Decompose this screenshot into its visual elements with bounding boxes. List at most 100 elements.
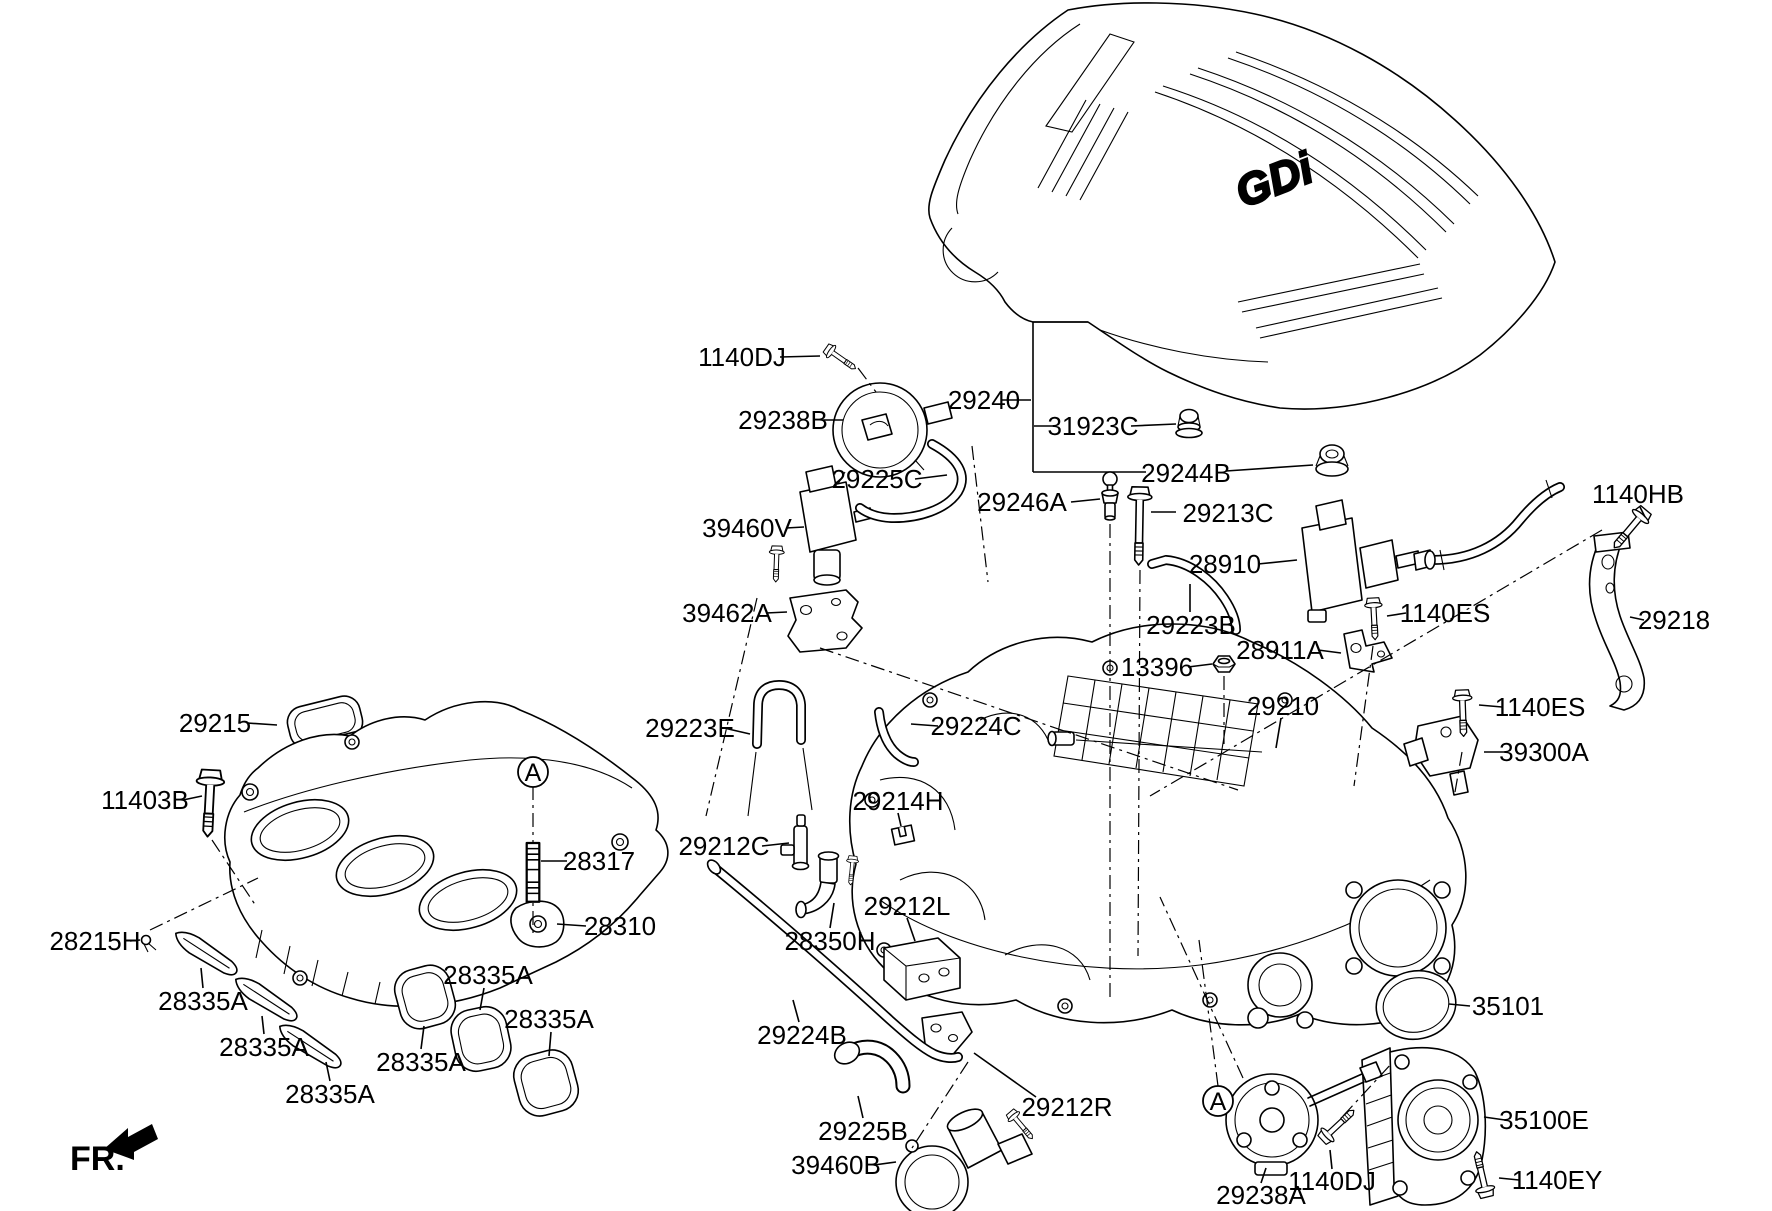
- part-number-label: 29225C: [831, 464, 922, 494]
- part-number-label: 1140DJ: [1288, 1166, 1376, 1196]
- callout-29213C: 29213C: [1151, 498, 1274, 528]
- part-number-label: 28317: [563, 846, 635, 876]
- part-number-label: 1140ES: [1400, 598, 1491, 628]
- callout-29210: 29210: [1247, 691, 1319, 749]
- leader-line: [1639, 506, 1646, 518]
- chain-line: [1137, 569, 1141, 957]
- callout-1140DJ-top: 1140DJ: [698, 342, 821, 372]
- chain-line: [857, 367, 877, 393]
- leader-line: [1070, 498, 1101, 503]
- chain-line: [1353, 645, 1374, 787]
- part-number-label: 29244B: [1141, 458, 1231, 488]
- leader-line: [1275, 717, 1282, 749]
- callout-29244B: 29244B: [1141, 458, 1314, 488]
- leader-line: [182, 795, 203, 801]
- callout-28335A-6: 28335A: [504, 1004, 594, 1057]
- bracket-39462a-drawing: [787, 589, 863, 653]
- leader-line: [1448, 1003, 1471, 1007]
- leader-line: [1317, 649, 1342, 654]
- part-number-label: 28310: [584, 911, 656, 941]
- leader-line: [200, 967, 204, 989]
- view-marker-a: A: [517, 756, 549, 788]
- marker-circle: [517, 756, 549, 788]
- leader-line: [761, 842, 790, 847]
- callout-28910: 28910: [1189, 549, 1298, 579]
- part-number-label: 29240: [948, 385, 1020, 415]
- callout-29214H: 29214H: [852, 786, 944, 827]
- view-marker-a: A: [1202, 1085, 1234, 1117]
- marker-circle: [1202, 1085, 1234, 1117]
- leader-line: [906, 917, 916, 942]
- part-number-label: 29224B: [757, 1020, 847, 1050]
- leader-line: [1386, 612, 1407, 617]
- callout-28335A-1: 28335A: [158, 967, 248, 1016]
- leader-line: [779, 355, 821, 358]
- chain-line: [819, 647, 1239, 791]
- part-number-label: 29218: [1638, 605, 1710, 635]
- callout-39460V: 39460V: [702, 513, 805, 543]
- leader-line: [1483, 1116, 1506, 1121]
- callout-29225C: 29225C: [831, 464, 948, 494]
- leader-line: [261, 1015, 265, 1035]
- bolt-11403b: [195, 768, 226, 838]
- marker-letter: A: [525, 759, 542, 787]
- callout-35101: 35101: [1448, 991, 1544, 1021]
- bracket-29212l-drawing: [883, 937, 961, 1001]
- part-number-label: 28335A: [443, 960, 533, 990]
- part-number-label: 28335A: [504, 1004, 594, 1034]
- part-number-label: 39300A: [1499, 737, 1589, 767]
- callout-35100E: 35100E: [1483, 1105, 1589, 1135]
- callout-29224C: 29224C: [910, 711, 1022, 741]
- throttle-body-35100e-drawing: [1361, 1046, 1487, 1206]
- part-number-label: 29225B: [818, 1116, 908, 1146]
- fr-label: FR.: [70, 1140, 125, 1178]
- bolt-1140ey: [1473, 1151, 1496, 1200]
- hose-29224b-drawing: [706, 859, 963, 1063]
- callout-29212C: 29212C: [678, 831, 790, 861]
- leader-line: [723, 727, 751, 735]
- hardware-parts: [140, 343, 1652, 1200]
- leader-line: [1260, 1167, 1267, 1184]
- leader-line: [973, 1052, 1037, 1098]
- callout-28310: 28310: [556, 911, 656, 941]
- leader-line: [829, 902, 835, 929]
- part-number-label: 39462A: [682, 598, 772, 628]
- part-number-label: 29238B: [738, 405, 828, 435]
- engine-cover-drawing: GDi: [928, 2, 1556, 410]
- callout-39462A: 39462A: [682, 598, 788, 628]
- part-number-label: 39460B: [791, 1150, 881, 1180]
- callout-1140HB: 1140HB: [1592, 479, 1684, 518]
- grommet-31923c: [1175, 408, 1203, 439]
- bracket-28911a-drawing: [1343, 629, 1393, 673]
- callout-29238B: 29238B: [738, 405, 843, 435]
- callout-29240: 29240: [948, 385, 1031, 415]
- leader-line: [420, 1025, 425, 1050]
- part-number-label: 28215H: [49, 926, 140, 956]
- callout-28335A-4: 28335A: [376, 1025, 466, 1077]
- solenoid-39460b-drawing: [895, 1108, 1033, 1211]
- leader-line: [548, 1031, 552, 1057]
- screw-1140dj-bottom: [1317, 1109, 1355, 1145]
- clip-29214h: [890, 824, 916, 846]
- callout-1140EY: 1140EY: [1498, 1165, 1602, 1195]
- leader-line: [914, 474, 948, 480]
- part-number-label: 1140ES: [1495, 692, 1586, 722]
- stud-28317: [525, 841, 541, 903]
- leader-line: [873, 1161, 897, 1166]
- strip-gaskets-28335a-drawing: [175, 931, 342, 1069]
- chain-line: [911, 1061, 969, 1149]
- callout-labels: 1140DJ29238B2924031923C29244B29225C29246…: [49, 342, 1710, 1210]
- hose-28910-elbow-drawing: [1424, 479, 1565, 571]
- callout-28911A: 28911A: [1236, 635, 1342, 665]
- leader-line: [1130, 423, 1177, 427]
- bolt-39460b-top: [1005, 1108, 1033, 1140]
- actuator-29238a-drawing: [1225, 1061, 1383, 1176]
- callout-13396: 13396: [1121, 652, 1213, 682]
- screw-1140dj-top: [822, 343, 856, 370]
- callout-29223E: 29223E: [645, 713, 751, 743]
- chain-line: [1159, 896, 1244, 1079]
- leader-line: [765, 611, 788, 614]
- part-number-label: 35100E: [1499, 1105, 1589, 1135]
- part-number-label: 28335A: [285, 1079, 375, 1109]
- callout-31923C: 31923C: [1034, 411, 1177, 441]
